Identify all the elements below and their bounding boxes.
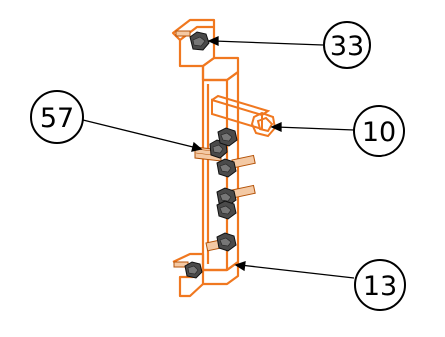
leader-57 bbox=[82, 119, 198, 149]
callout-33-label: 33 bbox=[330, 31, 364, 62]
bracket-bottom-tab-edge bbox=[172, 252, 205, 270]
callout-13: 13 bbox=[354, 259, 406, 311]
top-bolt bbox=[175, 30, 210, 51]
nut-stack bbox=[205, 127, 256, 252]
arrow-33 bbox=[207, 35, 219, 47]
arrow-57 bbox=[191, 141, 203, 152]
callout-33: 33 bbox=[323, 21, 371, 69]
callout-57: 57 bbox=[30, 90, 84, 144]
leader-10 bbox=[275, 126, 355, 131]
leader-33 bbox=[213, 40, 324, 46]
leader-lines bbox=[82, 35, 355, 279]
callout-10-label: 10 bbox=[362, 117, 396, 148]
bracket-bottom-fold bbox=[201, 260, 240, 286]
callout-13-label: 13 bbox=[363, 271, 397, 302]
callout-10: 10 bbox=[353, 105, 405, 157]
leader-13 bbox=[239, 264, 355, 279]
callout-57-label: 57 bbox=[40, 103, 74, 134]
bottom-bolt bbox=[173, 261, 203, 279]
stud-bolt-left bbox=[194, 139, 228, 162]
large-hex-bolt bbox=[211, 94, 277, 138]
arrow-13 bbox=[234, 261, 246, 272]
arrow-10 bbox=[270, 121, 282, 133]
